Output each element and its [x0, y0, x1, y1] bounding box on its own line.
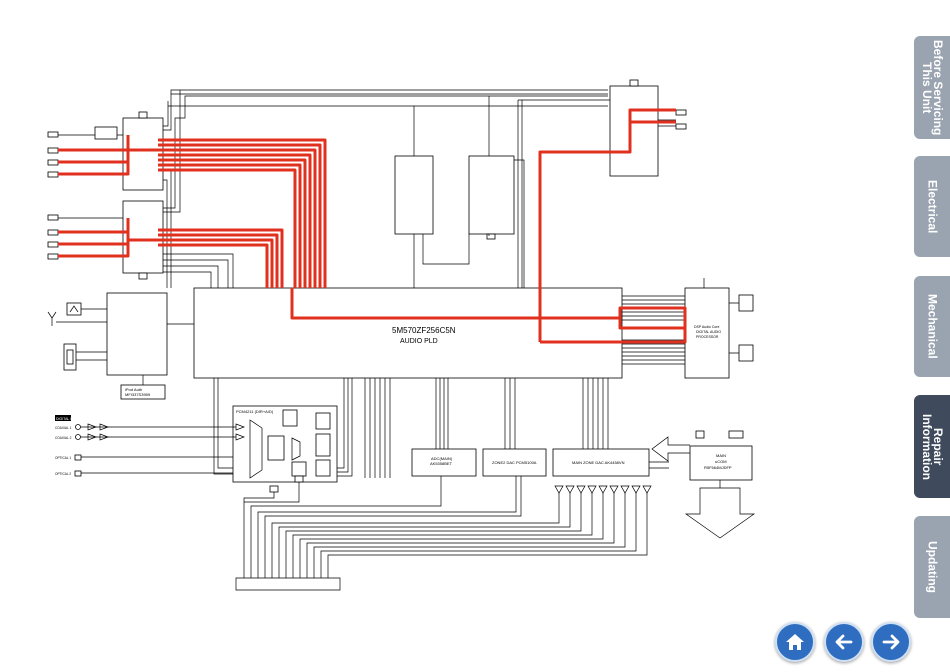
dsp-chip	[684, 287, 730, 379]
mcu-label-1: MAIN	[716, 453, 726, 458]
zone2-dac-label: ZONE2 DAC PCM5100A	[492, 460, 537, 465]
hdmi-input-board-2	[122, 200, 164, 274]
tab-mechanical-label: Mechanical	[925, 294, 940, 359]
input-optical-1: OPTICAL 1	[55, 456, 71, 460]
pcm-sub-6	[291, 461, 307, 477]
adc-label-2: AK5358BET	[430, 461, 453, 466]
arrow-left-icon	[835, 634, 853, 650]
digital-in-header: DIGITAL IN	[56, 417, 74, 421]
ipod-label-2: MFI337S3959	[125, 392, 151, 397]
signal-path-red	[58, 108, 687, 344]
mcu-bus-arrow	[684, 480, 756, 539]
adc-main-chip	[411, 448, 477, 477]
mcu-label-2: uCOM	[715, 459, 727, 464]
tab-repair-information-label: Repair Information	[920, 413, 945, 480]
home-button[interactable]	[775, 622, 815, 662]
input-optical-2: OPTICAL 2	[55, 472, 71, 476]
pcm-sub-5	[315, 459, 331, 477]
mcu-input-arrow	[651, 436, 690, 462]
pcm-connector	[269, 485, 279, 493]
forward-button[interactable]	[871, 622, 911, 662]
pcm-sub-2	[315, 412, 331, 430]
bottom-output-connector	[235, 577, 341, 591]
pcm-sub-1	[282, 409, 298, 427]
pld-subtitle: AUDIO PLD	[400, 338, 438, 345]
tab-updating[interactable]: Updating	[914, 516, 950, 618]
dac-output-buffers	[554, 485, 652, 494]
main-dac-chip	[552, 448, 650, 477]
dsp-label-1: DSP Audio Core	[694, 325, 719, 329]
input-coax-2: COAXIAL 2	[55, 436, 72, 440]
network-module-box	[106, 292, 168, 376]
mcu-top-box	[695, 430, 705, 439]
hdmi-input-board-1	[122, 117, 164, 191]
wiring-black	[56, 89, 739, 578]
tab-before-servicing-label: Before Servicing This Unit	[920, 39, 945, 136]
connector-bottom-2	[138, 272, 148, 280]
connector-top-1	[138, 111, 148, 119]
digital-in-header-bg	[55, 415, 71, 421]
pcm-sub-4	[315, 433, 331, 457]
digital-input-jacks	[74, 424, 82, 477]
pcm-mux	[249, 419, 263, 479]
output-jack-1	[675, 109, 687, 116]
pcm-connector-2	[294, 475, 304, 483]
tab-updating-label: Updating	[925, 541, 940, 593]
back-button[interactable]	[824, 622, 864, 662]
mcu-side-box	[728, 430, 744, 439]
home-icon	[786, 634, 804, 650]
mcu-label-3: R5F564MJDFP	[704, 465, 732, 470]
pcm-mux-2	[291, 437, 301, 461]
main-dac-label: MAIN ZONE DAC AK4458VN	[572, 460, 625, 465]
adc-label-1: ADC(MAIN)	[431, 456, 453, 461]
tab-before-servicing[interactable]: Before Servicing This Unit	[914, 36, 950, 139]
tab-electrical[interactable]: Electrical	[914, 156, 950, 257]
hdmi-output-box	[609, 85, 659, 177]
pcm4211-title: PCM4211 (DIR+A/D)	[236, 409, 274, 414]
dsp-label-2: DIGITAL AUDIO	[696, 330, 721, 334]
dsp-side-box-1	[738, 294, 754, 312]
connector-receiver	[486, 233, 496, 240]
hdmi-switch-box	[394, 155, 434, 235]
buffer-triangles	[87, 423, 245, 441]
tab-electrical-label: Electrical	[925, 179, 940, 234]
usb-port-icon	[66, 302, 82, 316]
input-jacks-1	[47, 131, 59, 260]
tab-repair-information[interactable]: Repair Information	[914, 395, 950, 498]
pcm-sub-3	[267, 435, 285, 461]
antenna-icon	[47, 311, 57, 326]
input-coax-1: COAXIAL 1	[55, 426, 72, 430]
zone2-dac-chip	[482, 448, 547, 477]
pld-title: 5M570ZF256C5N	[392, 326, 456, 335]
main-mcu-chip	[689, 445, 753, 481]
connector-output	[629, 79, 639, 87]
block-diagram: 5M570ZF256C5N AUDIO PLD DSP Audio Core D…	[47, 79, 756, 591]
dsp-side-box-2	[738, 344, 754, 362]
audio-pld-chip	[193, 287, 623, 379]
ethernet-port-icon	[63, 343, 77, 371]
output-jack-2	[675, 123, 687, 130]
dsp-label-3: PROCESSOR	[696, 335, 719, 339]
ipod-label-1: iPod Auth	[125, 387, 142, 392]
tab-mechanical[interactable]: Mechanical	[914, 276, 950, 377]
small-component-top	[94, 126, 118, 140]
arrow-right-icon	[882, 634, 900, 650]
hdmi-receiver-box	[468, 155, 515, 235]
